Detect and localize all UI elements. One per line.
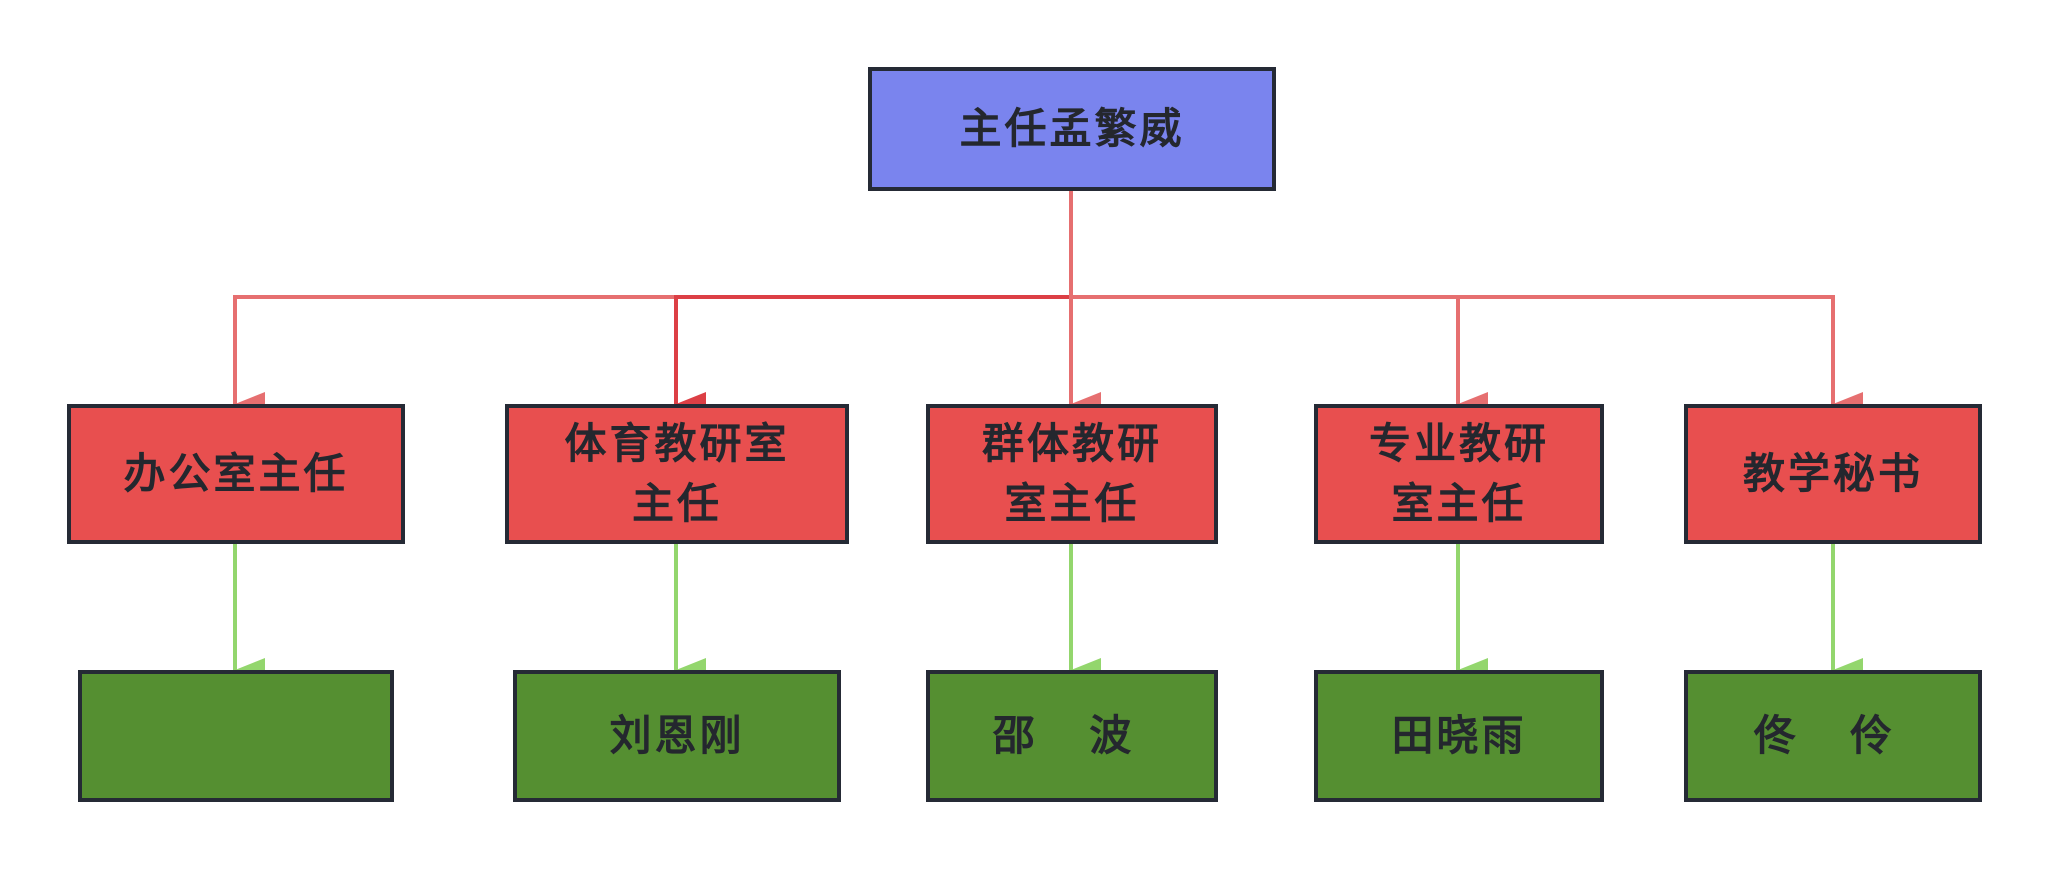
person-node-group-teaching-name: 邵 波: [992, 711, 1152, 760]
root-node-label: 主任孟繁威: [959, 104, 1185, 153]
node-major-teaching-director-line1: 专业教研: [1368, 419, 1549, 468]
person-node-major-teaching: 田晓雨: [1314, 670, 1604, 802]
department-connectors: [233, 544, 1863, 682]
person-node-teaching-secretary-name: 佟 伶: [1753, 711, 1913, 760]
node-pe-teaching-director-line2: 主任: [631, 479, 722, 528]
person-node-group-teaching: 邵 波: [926, 670, 1218, 802]
node-group-teaching-director: 群体教研 室主任: [926, 404, 1218, 544]
connector-root-to-teaching-secretary: [1069, 191, 1863, 416]
node-group-teaching-director-line1: 群体教研: [981, 419, 1162, 468]
node-office-director-line1: 办公室主任: [123, 449, 349, 498]
node-office-director: 办公室主任: [67, 404, 405, 544]
node-pe-teaching-director: 体育教研室 主任: [505, 404, 849, 544]
person-node-major-teaching-name: 田晓雨: [1391, 711, 1527, 760]
node-pe-teaching-director-line1: 体育教研室: [564, 419, 790, 468]
connector-root-to-pe-teaching-director: [674, 191, 1073, 416]
node-teaching-secretary-line1: 教学秘书: [1742, 449, 1923, 498]
root-connectors: [233, 191, 1863, 416]
root-node-director: 主任孟繁威: [868, 67, 1276, 191]
person-node-pe-teaching: 刘恩刚: [513, 670, 841, 802]
person-node-office: [78, 670, 394, 802]
person-node-teaching-secretary: 佟 伶: [1684, 670, 1982, 802]
node-teaching-secretary: 教学秘书: [1684, 404, 1982, 544]
person-node-pe-teaching-name: 刘恩刚: [609, 711, 745, 760]
node-major-teaching-director-line2: 室主任: [1391, 479, 1527, 528]
node-major-teaching-director: 专业教研 室主任: [1314, 404, 1604, 544]
node-group-teaching-director-line2: 室主任: [1004, 479, 1140, 528]
